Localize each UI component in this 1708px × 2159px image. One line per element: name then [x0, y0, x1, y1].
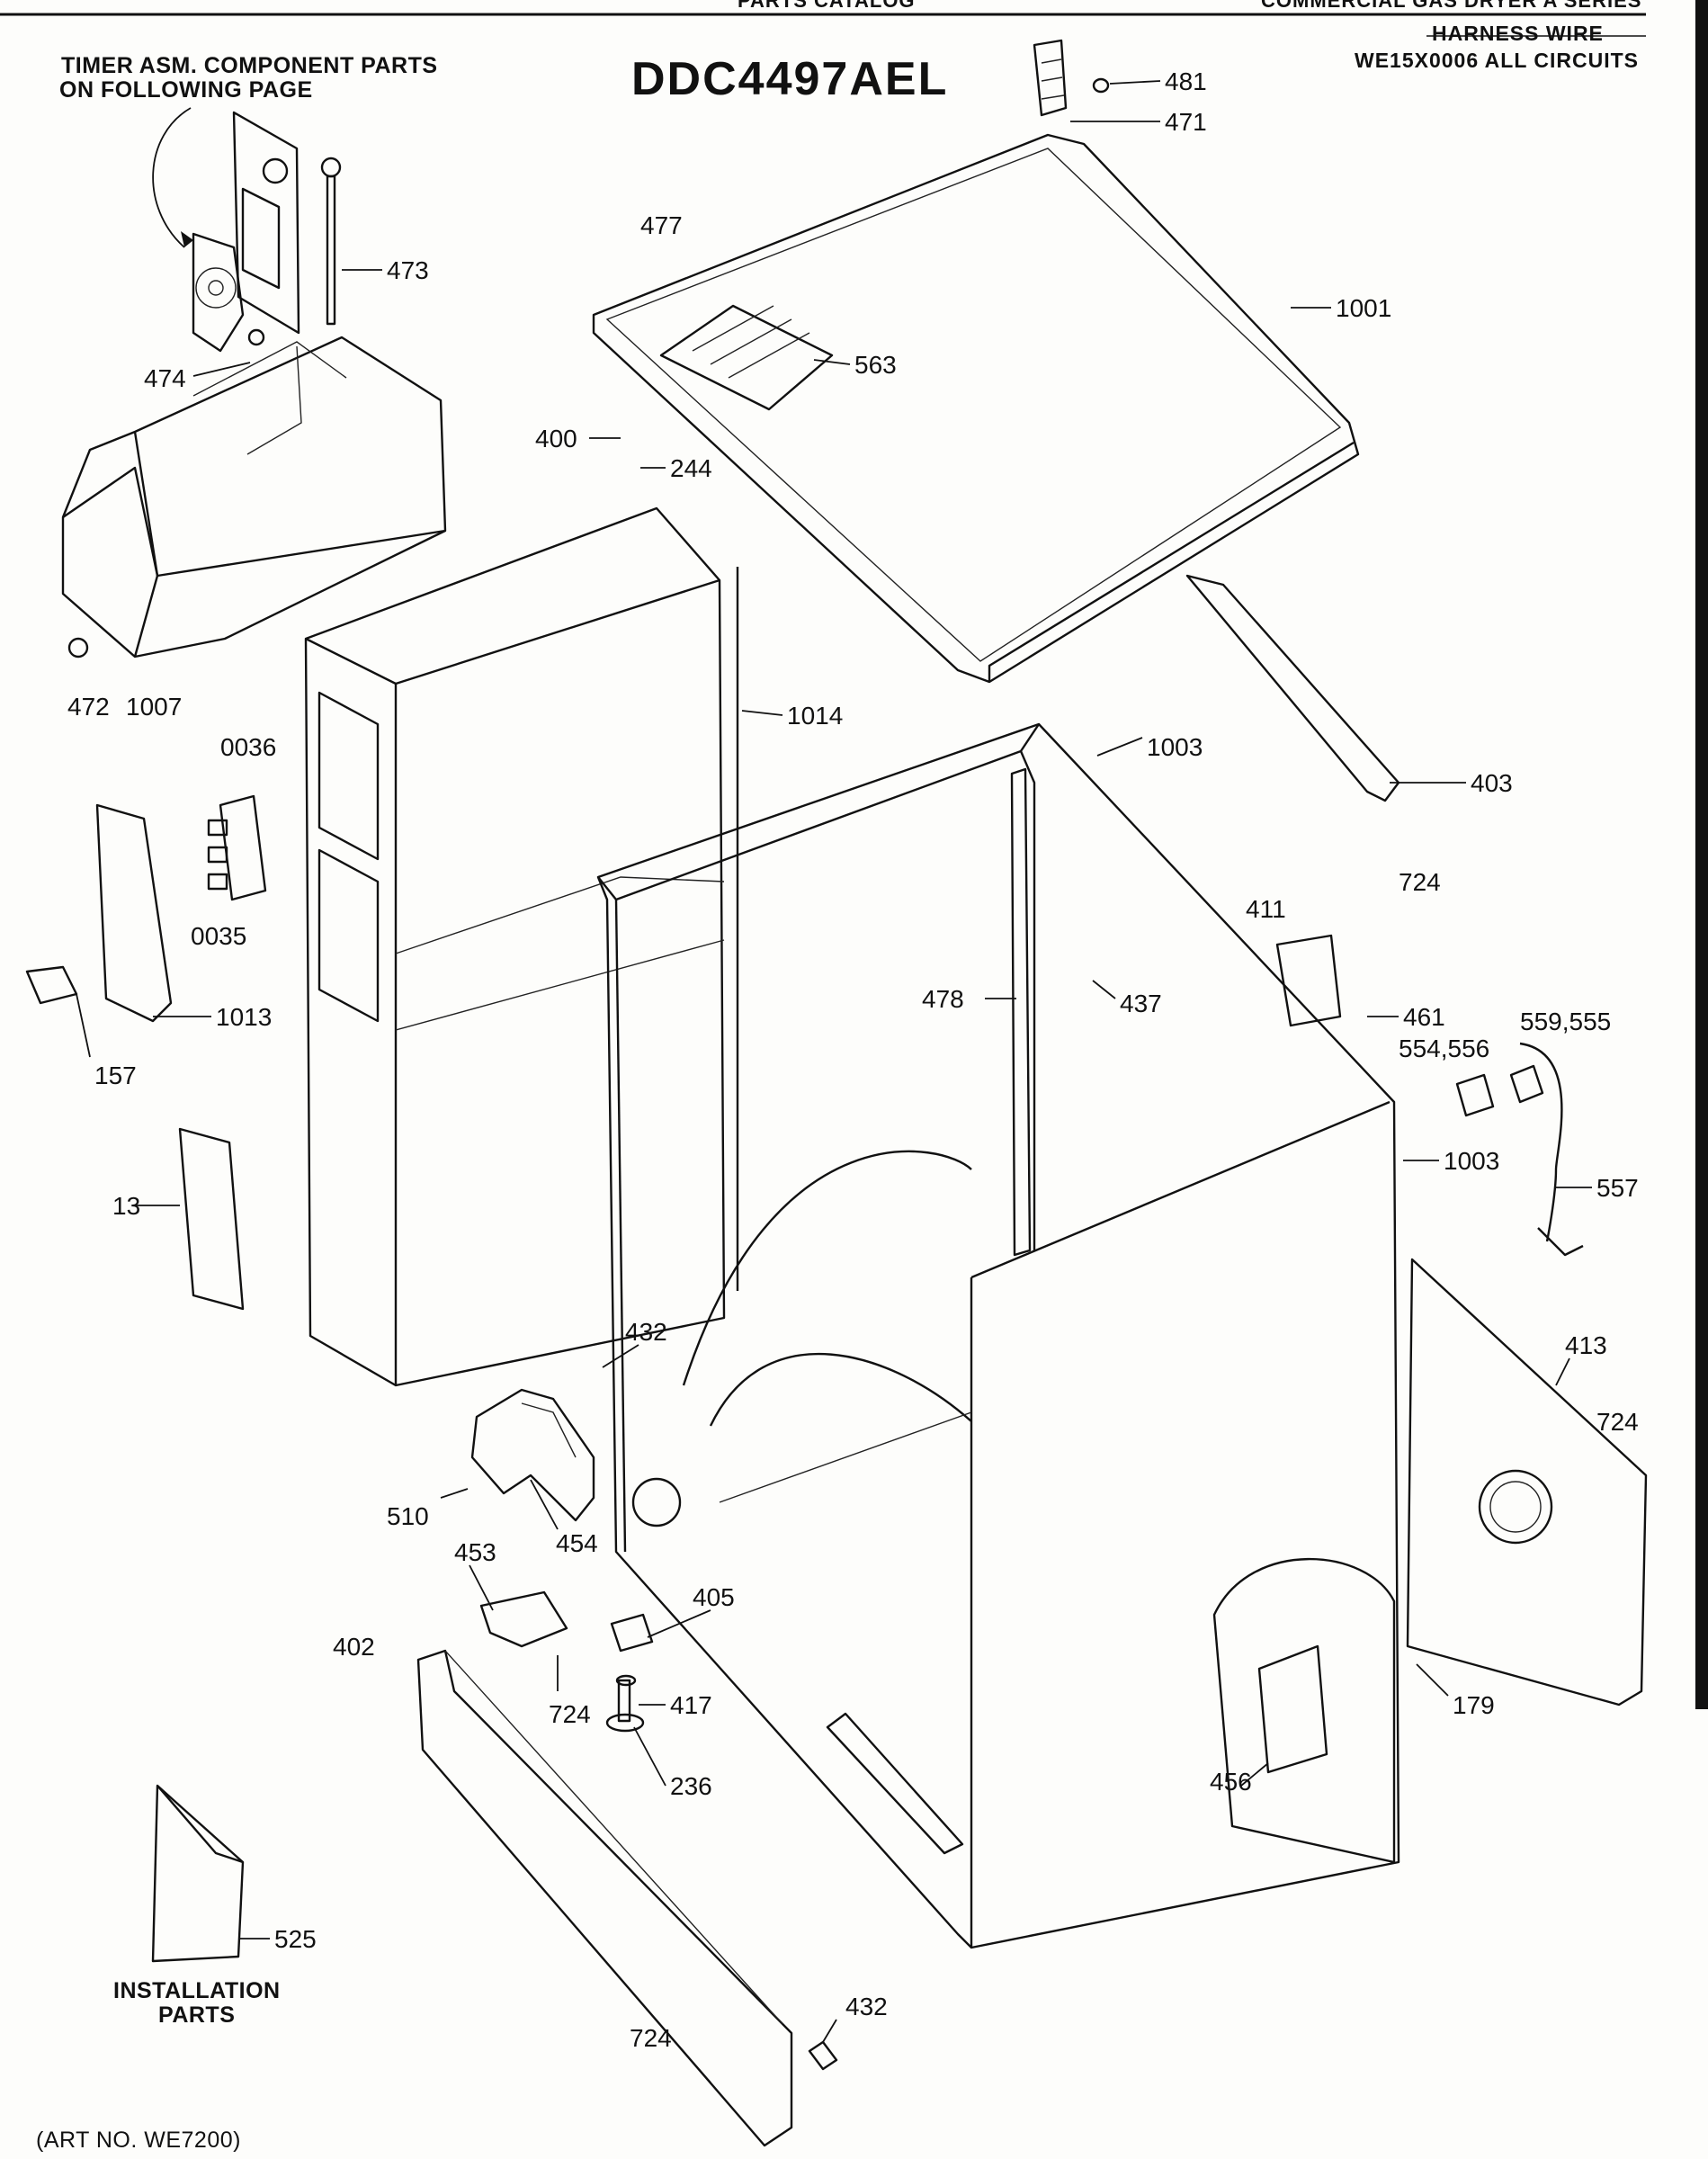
callout-1007: 1007: [126, 693, 182, 721]
callout-417: 417: [670, 1691, 712, 1719]
switch-plate-drawing: [95, 803, 173, 1023]
control-panel-13-drawing: [178, 1127, 245, 1311]
callout-1001: 1001: [1336, 294, 1391, 322]
callout-510: 510: [387, 1502, 429, 1530]
main-cabinet-drawing: [596, 722, 1400, 1949]
callout-456: 456: [1210, 1768, 1252, 1796]
header-center-title: PARTS CATALOG: [738, 0, 916, 12]
callout-1003-top: 1003: [1147, 733, 1203, 761]
callout-525: 525: [274, 1925, 317, 1953]
callout-0036: 0036: [220, 733, 276, 761]
control-console-drawing: [61, 328, 447, 658]
callout-432-lower: 432: [845, 1993, 888, 2020]
callout-403: 403: [1471, 769, 1513, 797]
callout-554-556: 554,556: [1399, 1035, 1489, 1062]
callout-481: 481: [1165, 67, 1207, 95]
callout-472: 472: [67, 693, 110, 721]
callout-labels: 481 471 473 477 1001 563 474 400 244 472…: [67, 67, 1639, 2052]
top-lid-drawing: [592, 133, 1360, 684]
callout-478: 478: [922, 985, 964, 1013]
callout-454: 454: [556, 1529, 598, 1557]
callout-563: 563: [854, 351, 897, 379]
callout-461: 461: [1403, 1003, 1445, 1031]
installation-envelope-drawing: [151, 1784, 245, 1963]
bracket-454-drawing: [470, 1388, 595, 1522]
callout-236: 236: [670, 1772, 712, 1800]
callout-559-555: 559,555: [1520, 1008, 1611, 1035]
backsplash-panel-drawing: [304, 506, 739, 1387]
lid-support-rod: [1185, 574, 1400, 802]
bracket-453-drawing: [479, 1590, 568, 1648]
header-harness-line2: WE15X0006 ALL CIRCUITS: [1355, 49, 1639, 72]
callout-437: 437: [1120, 990, 1162, 1017]
page-edge-shadow: [1695, 0, 1708, 1709]
callout-413: 413: [1565, 1331, 1607, 1359]
callout-724-lower: 724: [549, 1700, 591, 1728]
rear-panel-drawing: [1406, 1258, 1648, 1707]
bracket-405-drawing: [610, 1613, 654, 1653]
power-cord-drawing: [1455, 1042, 1584, 1257]
art-number: (ART NO. WE7200): [36, 2128, 241, 2153]
callout-402: 402: [333, 1633, 375, 1661]
leader-lines: [76, 80, 1592, 2083]
clip-432-drawing: [808, 2040, 838, 2071]
callout-244: 244: [670, 454, 712, 482]
callout-405: 405: [693, 1583, 735, 1611]
callout-557: 557: [1596, 1174, 1639, 1202]
callout-724-bottom: 724: [630, 2024, 672, 2052]
model-number: DDC4497AEL: [631, 53, 949, 105]
callout-179: 179: [1453, 1691, 1495, 1719]
callout-411: 411: [1246, 895, 1286, 923]
callout-157: 157: [94, 1062, 137, 1089]
callout-473: 473: [387, 256, 429, 284]
callout-477: 477: [640, 211, 683, 239]
callout-453: 453: [454, 1538, 496, 1566]
hinge-drawing: [1033, 39, 1110, 117]
installation-note-line2: PARTS: [158, 2002, 236, 2028]
callout-474: 474: [144, 364, 186, 392]
header-series-title: COMMERCIAL GAS DRYER A SERIES: [1261, 0, 1642, 12]
leveling-leg-drawing: [605, 1674, 645, 1733]
control-label-decal: [659, 304, 834, 411]
plate-411-drawing: [1275, 934, 1342, 1027]
switch-block-drawing: [207, 794, 267, 901]
callout-400: 400: [535, 425, 577, 452]
timer-assembly-drawing: [152, 107, 300, 353]
callout-724-upper: 724: [1399, 868, 1441, 896]
callout-1003-side: 1003: [1444, 1147, 1499, 1175]
callout-724-rear: 724: [1596, 1408, 1639, 1436]
timer-note-line2: ON FOLLOWING PAGE: [59, 77, 313, 103]
timer-rod-drawing: [320, 157, 342, 326]
terminal-block-drawing: [25, 965, 78, 1005]
timer-note-line1: TIMER ASM. COMPONENT PARTS: [61, 53, 438, 78]
installation-note-line1: INSTALLATION: [113, 1978, 281, 2003]
callout-1014: 1014: [787, 702, 843, 730]
callout-13: 13: [112, 1192, 140, 1220]
callout-0035: 0035: [191, 922, 246, 950]
callout-471: 471: [1165, 108, 1207, 136]
callout-432-upper: 432: [625, 1318, 667, 1346]
header-harness-line1: HARNESS WIRE: [1432, 22, 1604, 45]
callout-1013: 1013: [216, 1003, 272, 1031]
toe-kick-panel-drawing: [416, 1649, 793, 2147]
